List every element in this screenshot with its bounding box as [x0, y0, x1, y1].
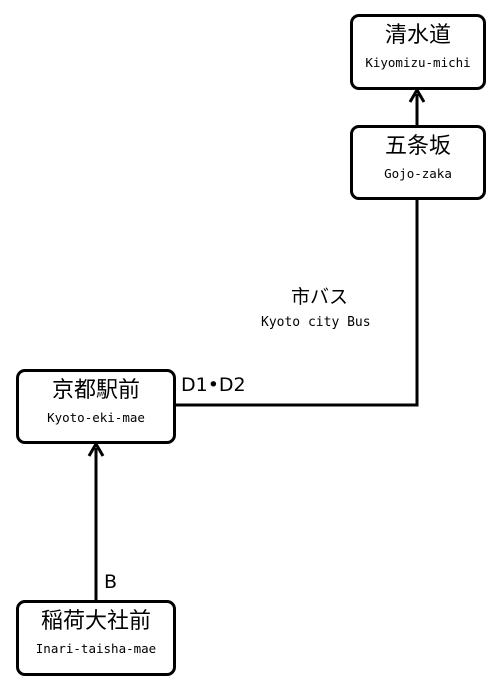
arrowhead-kiyomizu	[408, 87, 426, 103]
arrowhead-kyoto	[87, 441, 105, 457]
station-gojo-zaka: 五条坂 Gojo-zaka	[350, 125, 486, 200]
station-name-en: Kyoto-eki-mae	[47, 410, 145, 425]
station-name-ja: 京都駅前	[51, 378, 140, 403]
route-label-city-bus-en: Kyoto city Bus	[261, 315, 371, 330]
station-kiyomizu-michi: 清水道 Kiyomizu-michi	[350, 14, 486, 90]
station-name-en: Gojo-zaka	[384, 166, 452, 181]
connector-kyoto-gojo	[176, 200, 419, 407]
stop-label-d1-d2: D1•D2	[181, 374, 246, 396]
station-name-ja: 五条坂	[384, 134, 451, 159]
station-name-ja: 稲荷大社前	[40, 609, 151, 634]
station-name-en: Kiyomizu-michi	[365, 55, 471, 70]
station-name-ja: 清水道	[384, 23, 451, 48]
station-inari-taisha-mae: 稲荷大社前 Inari-taisha-mae	[16, 600, 176, 676]
station-kyoto-eki-mae: 京都駅前 Kyoto-eki-mae	[16, 369, 176, 444]
route-label-city-bus-ja: 市バス	[291, 286, 349, 308]
station-name-en: Inari-taisha-mae	[35, 641, 157, 656]
stop-label-b: B	[104, 571, 118, 593]
